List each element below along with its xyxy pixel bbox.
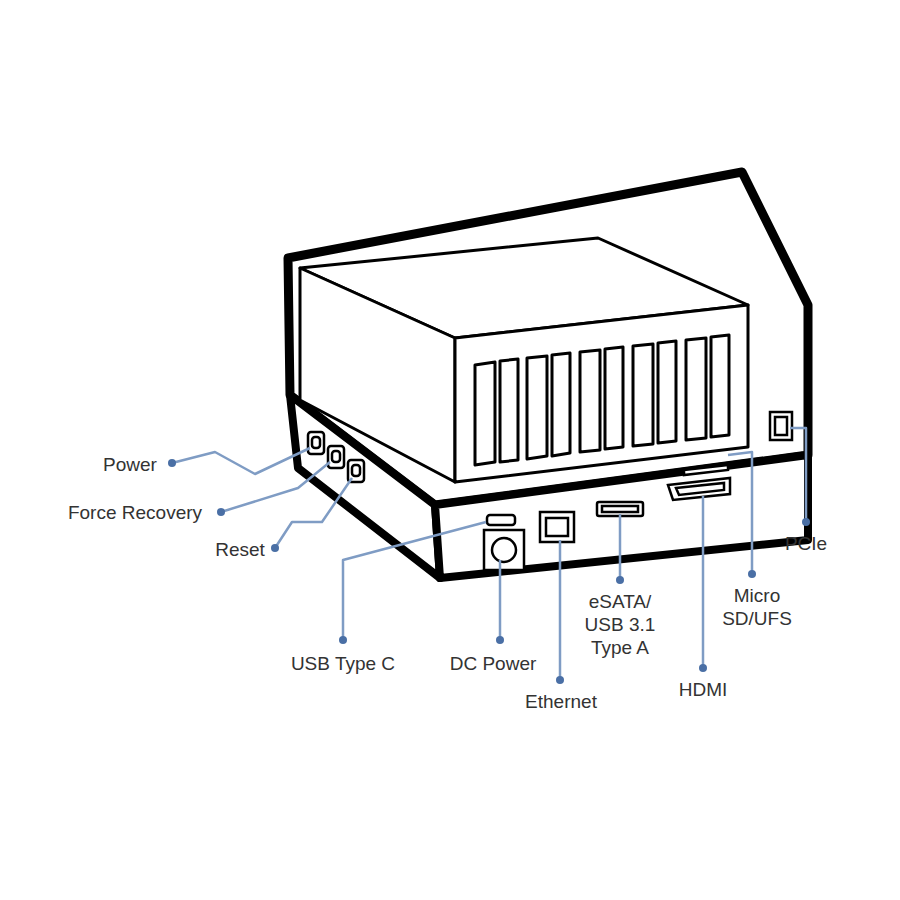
pcie-inner: [775, 417, 787, 435]
leader-dot: [496, 636, 504, 644]
hdmi-port: [668, 478, 730, 500]
leader-line: [499, 560, 502, 640]
leader-line: [275, 478, 352, 548]
port-label: PCIe: [785, 532, 827, 555]
esata-inner: [602, 506, 638, 512]
port-label: Power: [103, 453, 157, 476]
leader-line: [790, 428, 806, 522]
leader-dots: [168, 459, 810, 684]
ports: [484, 412, 792, 570]
port-label: Reset: [215, 538, 265, 561]
leader-line: [702, 496, 705, 668]
sd-slot: [684, 465, 728, 475]
heatsink-left: [300, 268, 455, 482]
leader-dot: [556, 676, 564, 684]
button-inner: [332, 451, 340, 462]
button-inner: [312, 437, 320, 448]
port-label: USB Type C: [291, 652, 395, 675]
fin: [658, 341, 676, 443]
heatsink-fins: [475, 335, 729, 465]
leader-line: [619, 514, 622, 580]
leader-line: [172, 448, 310, 474]
ethernet-inner: [546, 518, 568, 536]
fin: [711, 335, 729, 437]
leader-dot: [217, 508, 225, 516]
fin: [475, 362, 495, 465]
port-label: Force Recovery: [68, 501, 202, 524]
leader-dot: [339, 636, 347, 644]
leader-line: [728, 452, 752, 574]
leader-dot: [699, 664, 707, 672]
port-label: Ethernet: [525, 690, 597, 713]
port-label: DC Power: [450, 652, 537, 675]
port-label: Micro SD/UFS: [719, 584, 795, 630]
dc-jack-frame: [484, 530, 524, 570]
button-inner: [352, 465, 360, 476]
button: [328, 446, 344, 468]
hdmi-inner: [676, 483, 724, 495]
port-label: eSATA/ USB 3.1 Type A: [580, 590, 660, 659]
leader-line: [559, 540, 562, 680]
leader-dot: [616, 576, 624, 584]
leader-dot: [271, 544, 279, 552]
fin: [527, 356, 547, 459]
fin: [686, 338, 706, 440]
carrier-board: [288, 172, 808, 578]
leader-lines: [172, 428, 806, 680]
port-label: HDMI: [679, 678, 728, 701]
dc-jack: [492, 538, 516, 562]
usb-c-port: [487, 515, 515, 525]
esata-port: [597, 502, 643, 516]
heatsink: [300, 238, 748, 482]
ethernet-port: [540, 512, 574, 542]
fin: [605, 347, 623, 449]
fin: [580, 350, 600, 452]
fin: [633, 344, 653, 446]
leader-dot: [748, 570, 756, 578]
fin: [500, 359, 518, 462]
pcie-slot: [770, 412, 792, 440]
leader-line: [343, 522, 486, 640]
button: [308, 432, 324, 454]
leader-line: [221, 462, 330, 512]
fin: [552, 353, 570, 456]
heatsink-front: [455, 305, 748, 482]
leader-dot: [802, 518, 810, 526]
leader-dot: [168, 459, 176, 467]
